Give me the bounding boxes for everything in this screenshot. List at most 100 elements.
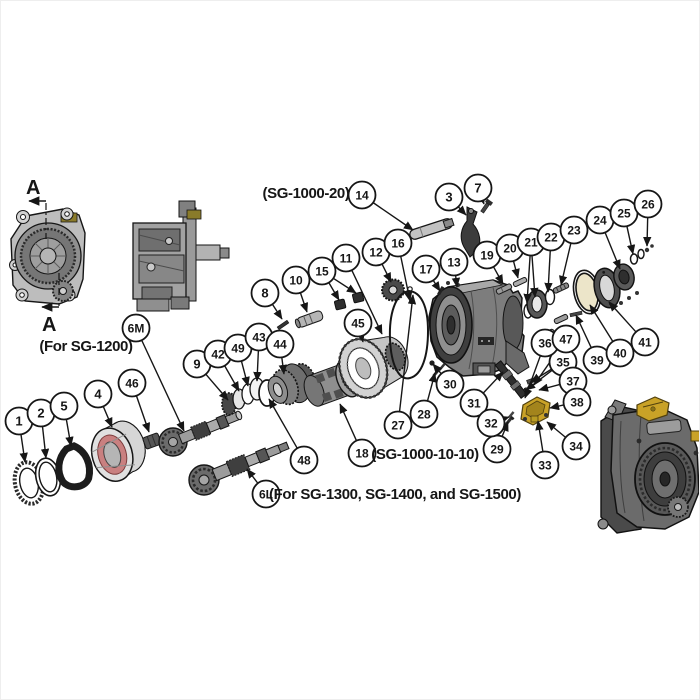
leader-34 [546, 421, 567, 438]
svg-text:11: 11 [340, 252, 353, 266]
svg-text:30: 30 [443, 378, 457, 392]
balloon-32: 32 [476, 408, 506, 438]
leader-48 [268, 398, 298, 449]
section-marker [28, 196, 60, 312]
leader-lines-layer [19, 194, 652, 484]
balloon-39: 39 [582, 345, 612, 375]
leader-14 [372, 202, 414, 231]
svg-text:42: 42 [211, 348, 225, 362]
balloon-31: 31 [459, 388, 489, 418]
leader-36 [524, 355, 542, 399]
svg-text:5: 5 [60, 399, 67, 414]
svg-text:24: 24 [593, 214, 607, 228]
leader-6L [246, 468, 259, 484]
balloon-46: 46 [117, 368, 147, 398]
clutch-drum-4 [90, 420, 146, 482]
balloon-24: 24 [585, 205, 615, 235]
balloon-30: 30 [435, 369, 465, 399]
svg-text:14: 14 [355, 189, 369, 203]
balloon-6M: 6M [121, 313, 151, 343]
svg-text:9: 9 [193, 357, 200, 372]
leader-45 [356, 332, 365, 343]
svg-text:6M: 6M [128, 322, 145, 336]
leader-17 [431, 280, 441, 292]
svg-text:22: 22 [544, 231, 558, 245]
balloon-10: 10 [281, 265, 311, 295]
svg-text:31: 31 [467, 397, 481, 411]
svg-text:34: 34 [569, 440, 583, 454]
plug-46 [142, 432, 162, 450]
balloon-16: 16 [383, 228, 413, 258]
svg-text:25: 25 [617, 207, 631, 221]
balloon-4: 4 [83, 379, 113, 409]
balloon-12: 12 [361, 237, 391, 267]
leader-46 [135, 395, 150, 433]
leader-38 [549, 401, 564, 411]
leader-43 [253, 350, 262, 382]
balloon-48: 48 [289, 445, 319, 475]
svg-text:20: 20 [503, 242, 517, 256]
shift-rail-14 [409, 217, 455, 240]
balloon-44: 44 [265, 329, 295, 359]
label-3: (For SG-1300, SG-1400, and SG-1500) [269, 486, 521, 503]
assembled-rear-case [597, 396, 699, 534]
leader-40 [589, 304, 614, 342]
svg-text:32: 32 [484, 417, 498, 431]
leader-20 [511, 260, 520, 279]
svg-text:29: 29 [490, 443, 504, 457]
balloon-45: 45 [343, 308, 373, 338]
svg-text:27: 27 [391, 419, 405, 433]
leader-11 [351, 269, 383, 335]
svg-text:1: 1 [15, 414, 22, 429]
balloon-15: 15 [307, 256, 337, 286]
leader-16 [400, 256, 413, 302]
leader-12 [381, 263, 392, 283]
leader-39 [575, 314, 592, 349]
leader-41 [608, 301, 637, 333]
leader-3 [456, 205, 467, 216]
svg-text:6L: 6L [259, 488, 273, 502]
detent-pins-19-20 [495, 277, 528, 295]
balloon-36: 36 [530, 328, 560, 358]
balloon-13: 13 [439, 247, 469, 277]
leader-21 [523, 255, 532, 304]
balloon-29: 29 [482, 434, 512, 464]
svg-text:44: 44 [273, 338, 287, 352]
leader-13 [451, 275, 461, 288]
leader-6M [141, 339, 185, 432]
balloon-41: 41 [630, 327, 660, 357]
balloon-28: 28 [409, 399, 439, 429]
flange-24 [613, 263, 635, 291]
balloon-25: 25 [609, 198, 639, 228]
svg-text:48: 48 [297, 454, 311, 468]
leader-49 [240, 360, 250, 387]
svg-text:16: 16 [391, 237, 405, 251]
leader-15 [332, 277, 357, 294]
svg-text:4: 4 [94, 387, 102, 402]
svg-text:8: 8 [261, 286, 268, 301]
svg-text:33: 33 [538, 459, 552, 473]
balloon-7: 7 [463, 173, 493, 203]
balloon-47: 47 [551, 324, 581, 354]
lock-nuts-15 [333, 291, 365, 311]
leader-37 [538, 383, 561, 392]
balloon-18: 18 [347, 438, 377, 468]
balloon-26: 26 [633, 189, 663, 219]
svg-text:12: 12 [369, 246, 383, 260]
leader-9 [205, 373, 229, 401]
svg-text:43: 43 [252, 331, 266, 345]
leader-26 [643, 217, 652, 247]
leader-28 [426, 372, 437, 402]
leader-29 [500, 421, 509, 437]
svg-text:3: 3 [445, 190, 452, 205]
leader-10 [299, 292, 309, 313]
label-1: (For SG-1200) [39, 338, 133, 355]
balloon-37: 37 [558, 366, 588, 396]
screw-7 [480, 198, 494, 214]
leader-22 [544, 250, 553, 293]
svg-text:7: 7 [474, 181, 481, 196]
svg-text:40: 40 [613, 347, 627, 361]
svg-text:39: 39 [590, 354, 604, 368]
